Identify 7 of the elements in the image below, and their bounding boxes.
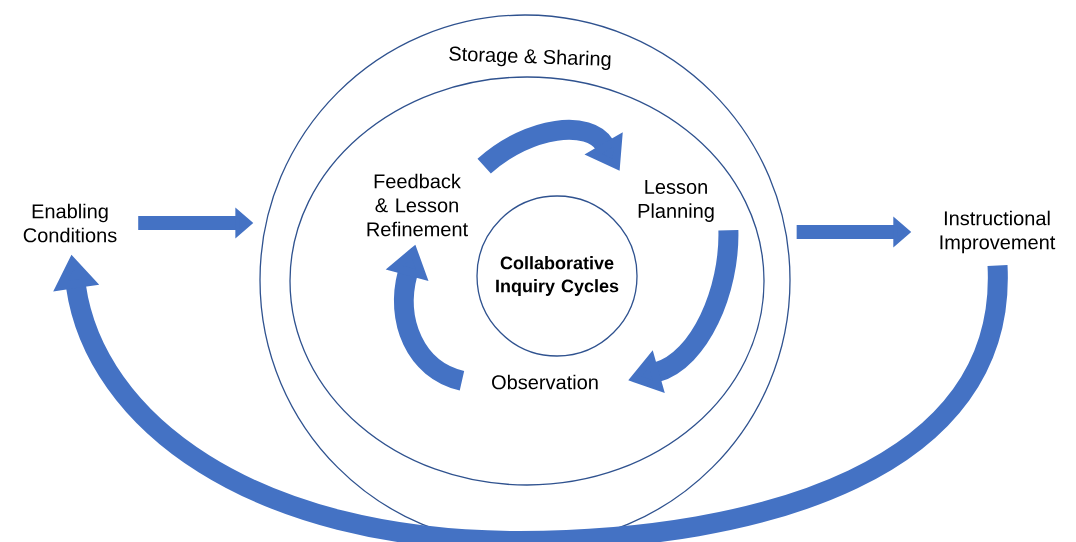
stage-label: Observation [492,374,598,390]
stage-label: Lesson Planning [638,180,714,222]
inner-circle [289,76,765,486]
stage-label: Enabling Conditions [23,203,117,243]
block-arrow [477,119,623,174]
stage-label: Feedback & Lesson Refinement [367,173,468,237]
stage-label: Instructional Improvement [940,210,1056,254]
